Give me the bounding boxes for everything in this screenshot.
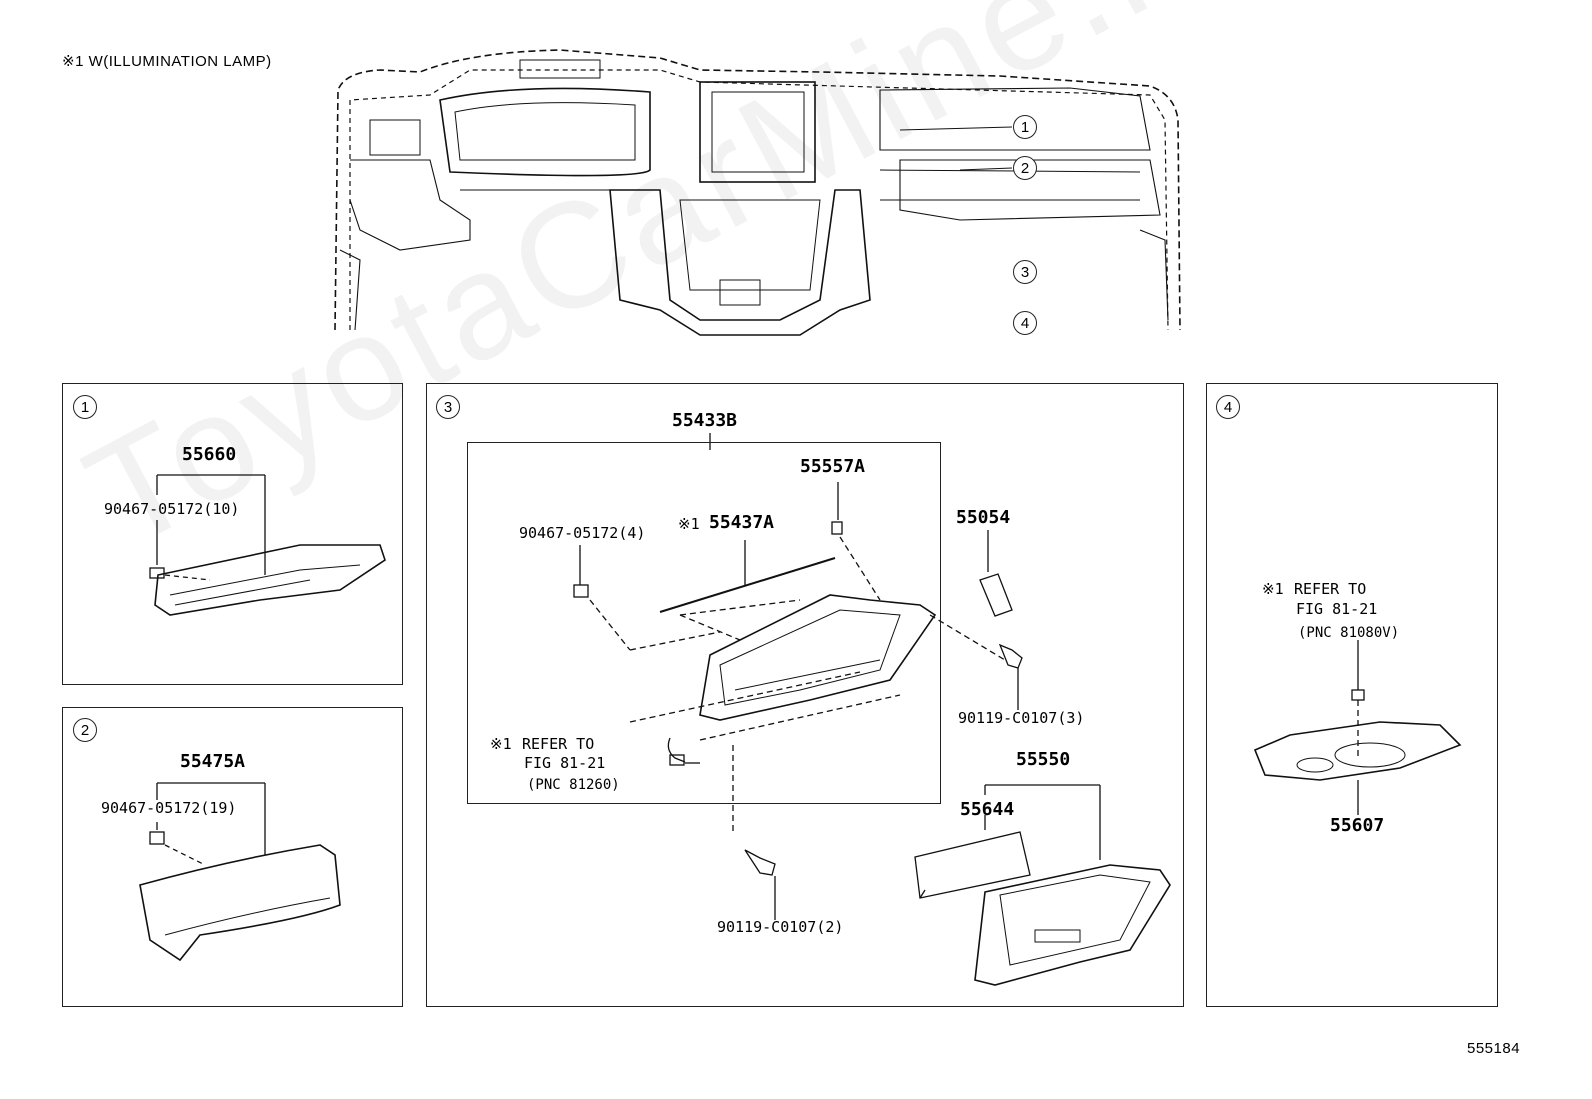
refer-marker-panel-4: ※1	[1262, 580, 1284, 598]
detail-panel-3: 3	[426, 383, 1184, 1007]
figure-id: 555184	[1467, 1040, 1521, 1057]
refer-line-2-panel-3: FIG 81-21	[524, 754, 606, 772]
part-label-55607: 55607	[1330, 815, 1385, 836]
refer-line-2-panel-4: FIG 81-21	[1296, 600, 1378, 618]
lamp-note-marker: ※1	[678, 515, 700, 533]
part-label-55475a: 55475A	[180, 751, 246, 772]
refer-pnc-panel-3: (PNC 81260)	[527, 777, 620, 793]
part-label-clip-10: 90467-05172(10)	[104, 500, 240, 518]
refer-pnc-panel-4: (PNC 81080V)	[1298, 625, 1400, 641]
part-label-55660: 55660	[182, 444, 237, 465]
part-label-55437a: 55437A	[709, 512, 775, 533]
dashboard-overview-illustration	[334, 49, 1181, 336]
panel-2-number: 2	[73, 718, 97, 742]
part-label-screw-3: 90119-C0107(3)	[958, 709, 1085, 727]
part-label-55644: 55644	[960, 799, 1015, 820]
refer-marker-panel-3: ※1	[490, 735, 512, 753]
part-label-55433b: 55433B	[672, 410, 738, 431]
panel-3-number: 3	[436, 395, 460, 419]
overview-callout-2: 2	[1013, 156, 1037, 180]
panel-1-number: 1	[73, 395, 97, 419]
illumination-lamp-note: ※1 W(ILLUMINATION LAMP)	[62, 53, 272, 70]
part-label-clip-19: 90467-05172(19)	[101, 799, 237, 817]
part-label-55557a: 55557A	[800, 456, 866, 477]
overview-callout-4: 4	[1013, 311, 1037, 335]
glove-box-assembly-frame	[467, 442, 941, 804]
overview-callout-3: 3	[1013, 260, 1037, 284]
detail-panel-2: 2	[62, 707, 403, 1007]
refer-line-1-panel-3: REFER TO	[522, 735, 595, 753]
part-label-clip-4: 90467-05172(4)	[519, 524, 646, 542]
part-label-55054: 55054	[956, 507, 1011, 528]
refer-line-1-panel-4: REFER TO	[1294, 580, 1367, 598]
part-label-55550: 55550	[1016, 749, 1071, 770]
overview-callout-1: 1	[1013, 115, 1037, 139]
detail-panel-1: 1	[62, 383, 403, 685]
panel-4-number: 4	[1216, 395, 1240, 419]
detail-panel-4: 4	[1206, 383, 1498, 1007]
part-label-screw-2: 90119-C0107(2)	[717, 918, 844, 936]
